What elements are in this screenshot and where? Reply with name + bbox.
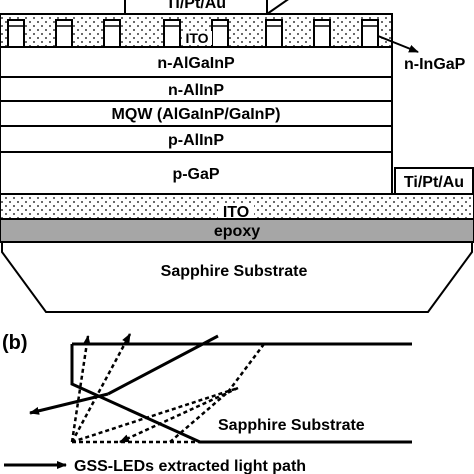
substrate-outline xyxy=(70,342,412,444)
n-alinp-label: n-AlInP xyxy=(168,82,224,99)
p-alinp-label: p-AlInP xyxy=(168,132,224,149)
ito-bottom-label: ITO xyxy=(223,204,249,221)
ingap-bump xyxy=(55,19,73,48)
sapphire-substrate xyxy=(1,241,473,313)
layer-stack: Ti/Pt/Au ITO n-InGaP n-AlGaInP xyxy=(0,0,474,313)
epoxy-label: epoxy xyxy=(214,223,260,240)
ito-top-label: ITO xyxy=(185,30,208,46)
panel-b: (b) Sapphire Substrate GSS-LEDs extracte… xyxy=(2,332,412,474)
panel-b-substrate-label: Sapphire Substrate xyxy=(218,417,365,434)
n-ingap-label: n-InGaP xyxy=(404,56,466,73)
legend-label: GSS-LEDs extracted light path xyxy=(74,458,306,474)
sapphire-substrate-label: Sapphire Substrate xyxy=(161,263,308,280)
n-algainp-label: n-AlGaInP xyxy=(157,55,235,72)
n-alinp-layer xyxy=(0,76,393,102)
ingap-bump xyxy=(7,19,25,48)
ingap-bump xyxy=(313,19,331,48)
mqw-label: MQW (AlGaInP/GaInP) xyxy=(112,106,281,123)
side-contact-label: Ti/Pt/Au xyxy=(404,174,464,191)
ingap-bump xyxy=(103,19,121,48)
top-contact-label: Ti/Pt/Au xyxy=(166,0,226,12)
top-contact-pointer xyxy=(266,0,289,15)
panel-b-label: (b) xyxy=(2,332,28,354)
p-gap-label: p-GaP xyxy=(172,166,219,183)
n-ingap-pointer xyxy=(377,35,419,53)
ingap-bump xyxy=(211,19,229,48)
ingap-bump xyxy=(265,19,283,48)
mqw-layer xyxy=(0,100,393,127)
p-alinp-layer xyxy=(0,125,393,153)
ingap-bump xyxy=(163,19,181,48)
dotted-light-rays xyxy=(70,333,265,444)
ingap-bump xyxy=(361,19,379,48)
